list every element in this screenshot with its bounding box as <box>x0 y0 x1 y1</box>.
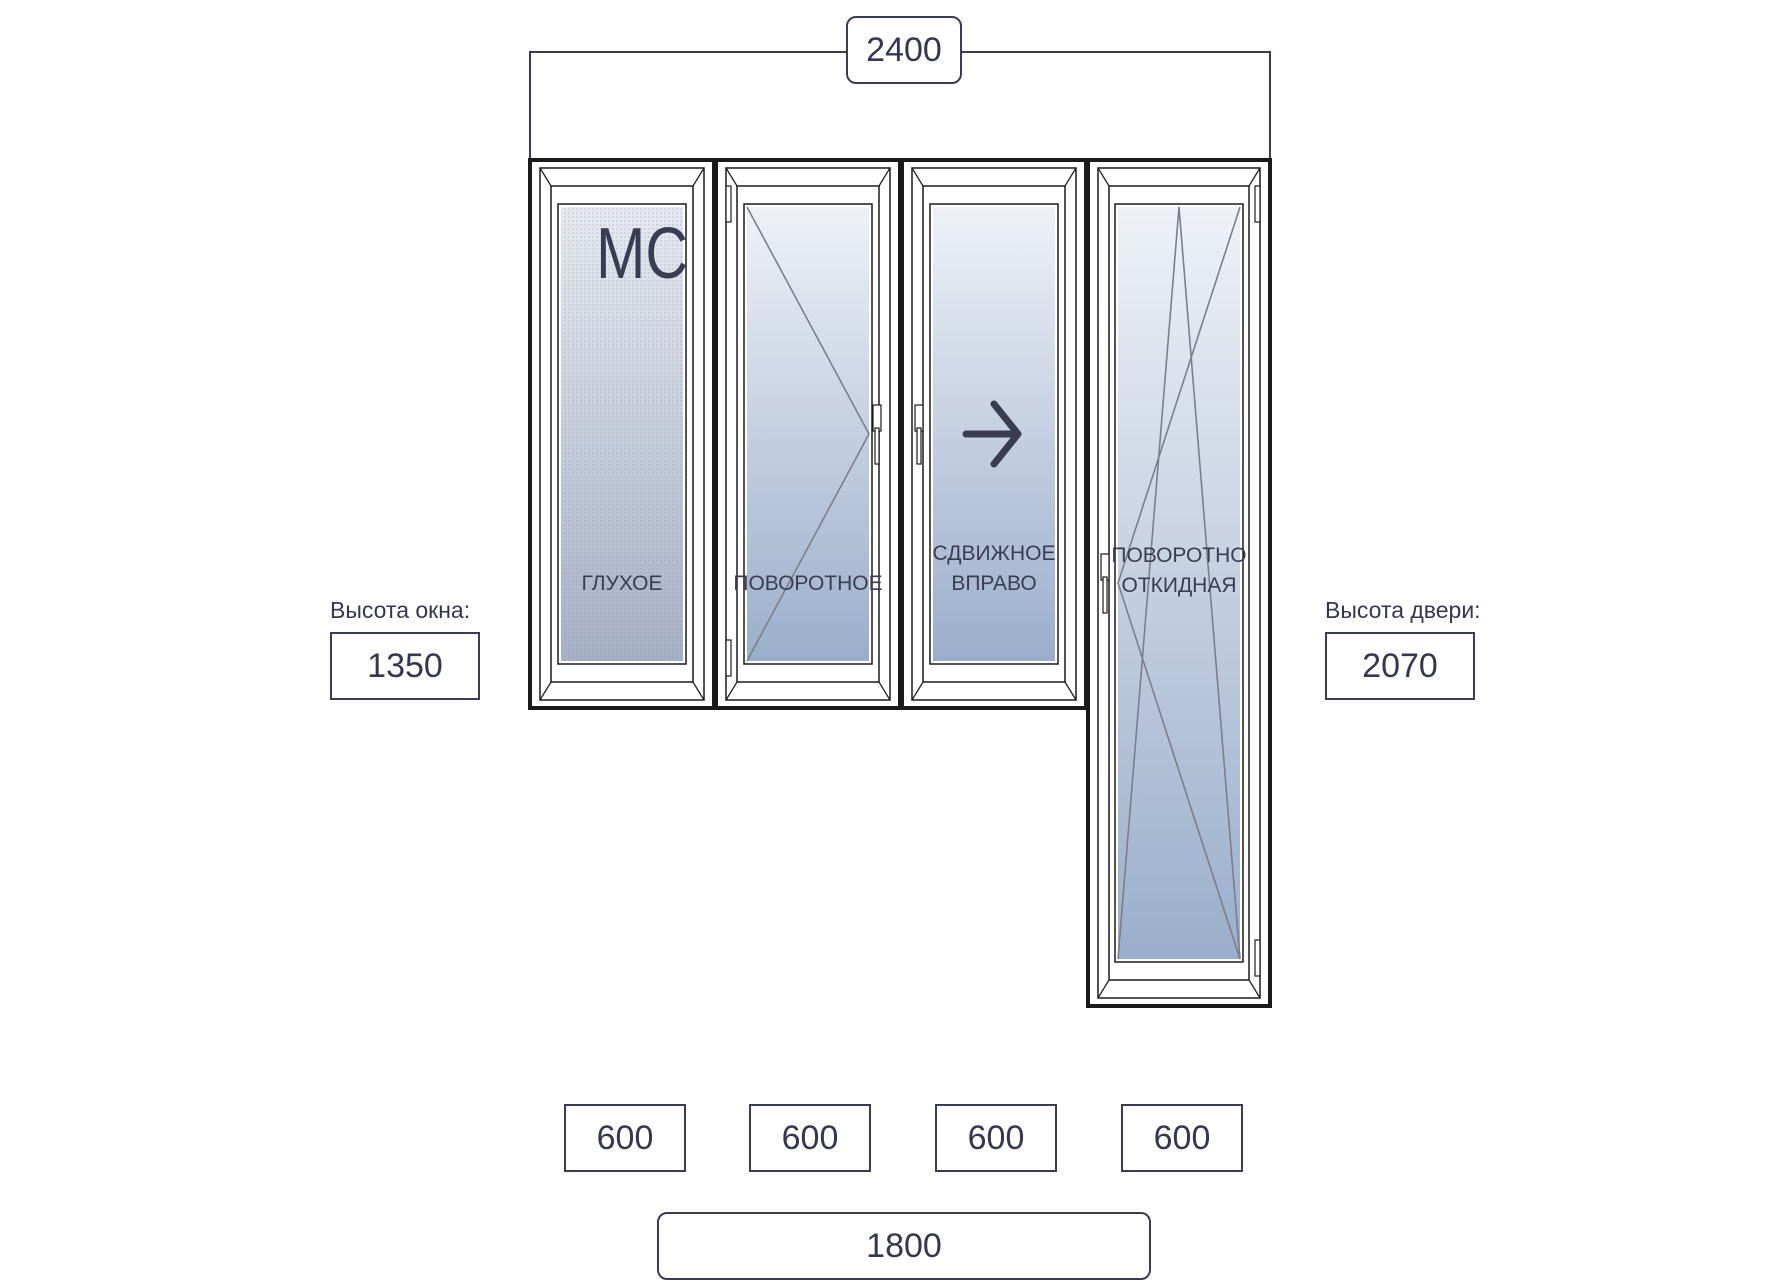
section-turn <box>714 158 902 710</box>
window-height-input[interactable]: 1350 <box>330 632 480 700</box>
bottom-width-input[interactable]: 1800 <box>657 1212 1151 1280</box>
fixed-mark-label: МС <box>596 212 688 293</box>
section-width-input-1[interactable]: 600 <box>564 1104 686 1172</box>
section-label-turn: ПОВОРОТНОЕ <box>733 572 882 595</box>
section-label-door: ПОВОРОТНО <box>1111 544 1246 567</box>
window-height-label: Высота окна: <box>330 597 471 623</box>
door-height-label: Высота двери: <box>1325 597 1481 623</box>
section-sliding <box>900 158 1088 710</box>
door-height-input[interactable]: 2070 <box>1325 632 1475 700</box>
section-label-sliding-2: ВПРАВО <box>951 572 1036 595</box>
section-label-fixed: ГЛУХОЕ <box>582 572 663 595</box>
section-label-sliding: СДВИЖНОЕ <box>933 542 1056 565</box>
section-label-door-2: ОТКИДНАЯ <box>1121 574 1236 597</box>
section-door <box>1086 158 1272 1008</box>
arrow-right-icon <box>962 400 1022 468</box>
section-width-input-4[interactable]: 600 <box>1121 1104 1243 1172</box>
section-fixed <box>528 158 716 710</box>
section-width-input-3[interactable]: 600 <box>935 1104 1057 1172</box>
section-width-input-2[interactable]: 600 <box>749 1104 871 1172</box>
overall-width-input[interactable]: 2400 <box>846 16 962 84</box>
